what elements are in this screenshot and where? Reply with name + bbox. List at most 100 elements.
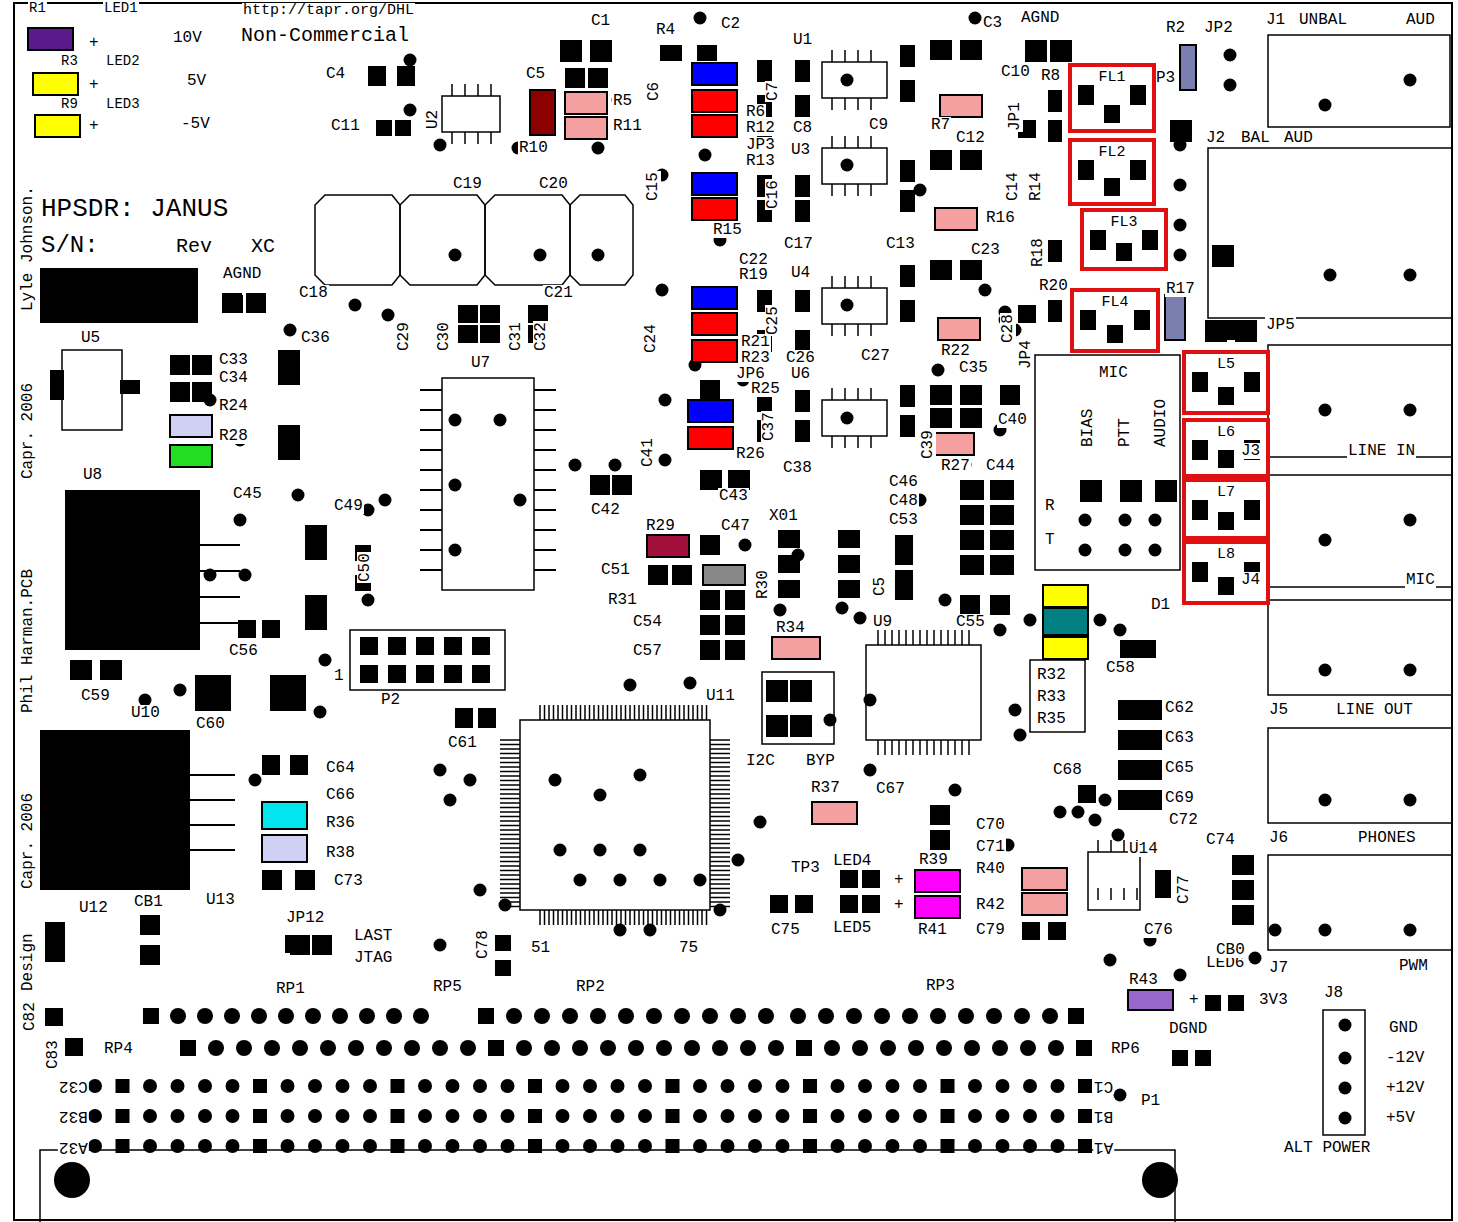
pad [305,525,327,560]
via [768,1040,784,1056]
part-label: R22 [940,343,971,359]
via [314,706,327,719]
via [776,1139,790,1153]
pin [891,630,893,645]
via [1319,924,1332,937]
via [714,904,727,917]
pad [1192,562,1208,582]
via [684,1040,700,1056]
via [936,1040,952,1056]
via [624,679,637,692]
part-label: JP2 [1203,20,1234,36]
via [460,1040,476,1056]
pad [195,675,231,711]
part-label: FL2 [1097,145,1126,160]
via [226,1079,240,1093]
pad [65,1038,83,1056]
part-label: U11 [705,688,736,704]
via [996,1109,1010,1123]
pad [528,1079,542,1093]
pad [1078,1139,1092,1153]
via [996,1079,1010,1093]
part-label: J7 [1268,960,1289,976]
pad [1000,385,1020,405]
part-label: CB0 [1215,942,1246,958]
via [359,1008,375,1024]
via [556,1139,570,1153]
via [594,844,607,857]
pin [553,910,555,925]
via [1054,806,1067,819]
pin [420,489,442,491]
pin [661,910,663,925]
via [320,1040,336,1056]
via [1319,534,1332,547]
via [979,284,992,297]
part-label: R42 [975,897,1006,913]
via [1339,1082,1352,1095]
part-label: J6 [1268,830,1289,846]
filter-highlight-box: FL2 [1068,138,1156,206]
pin [616,910,618,925]
part-label: R17 [1165,281,1196,297]
part-label: Rev [175,237,213,257]
via [644,924,657,937]
part-label: C5 [872,576,888,597]
via [986,1008,1002,1024]
pad [225,295,243,313]
pin [420,549,442,551]
pad [1155,480,1177,502]
pin [420,509,442,511]
via [864,764,877,777]
part-label: LED2 [105,54,141,68]
pad [1244,372,1260,392]
pin [500,766,520,768]
pin [857,436,859,448]
part-label: R43 [1128,972,1159,988]
via [740,1040,756,1056]
via [992,1040,1008,1056]
part-label: R3 [60,54,79,68]
via [758,1008,774,1024]
pin [701,705,703,720]
pin [710,865,730,867]
part-label: C2 [720,16,741,32]
pin [464,84,466,96]
part-label: C53 [888,512,919,528]
pin [857,324,859,336]
part-label: S/N: [40,234,100,258]
part-label: R29 [645,518,676,534]
pad [725,640,745,660]
part-label: R32 [1036,667,1067,683]
pin [477,132,479,144]
pin [968,630,970,645]
pad [1025,40,1047,62]
filter-highlight-box: FL4 [1070,288,1160,353]
pin [954,740,956,755]
part-label: C24 [643,323,659,354]
via [170,1008,186,1024]
part-label: RP4 [103,1041,134,1057]
filter-highlight-box: L6 [1182,418,1270,478]
via [1094,614,1107,627]
via [902,1008,918,1024]
pin [710,834,730,836]
via [1099,794,1112,807]
part-label: J4 [1240,572,1261,588]
part-label: U6 [790,366,811,382]
part-label: J5 [1268,702,1289,718]
pad [590,40,612,62]
part-label: +12V [1385,1080,1425,1096]
via [841,159,854,172]
via [446,1109,460,1123]
pad [444,637,462,655]
pin [710,775,730,777]
pin [665,705,667,720]
pin [638,910,640,925]
pad [700,380,720,400]
pad [1228,995,1244,1011]
pad [1212,245,1234,267]
via [336,1079,350,1093]
pin [548,910,550,925]
pin [464,132,466,144]
